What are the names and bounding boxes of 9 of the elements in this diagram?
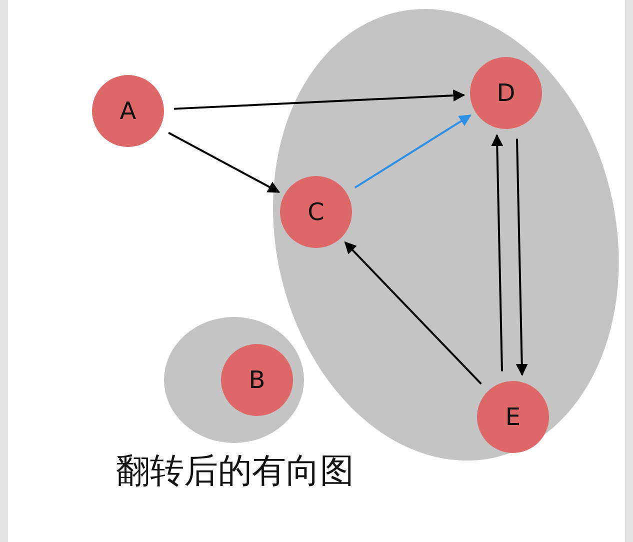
arrow [491,134,504,372]
arrow [174,90,466,110]
caption: 翻转后的有向图 [116,450,354,493]
arrow [516,138,528,376]
group-ellipse [164,317,304,443]
arrow [344,241,482,385]
arrow [168,132,280,193]
vertex-circle: A [92,75,164,147]
arrow [354,114,472,188]
